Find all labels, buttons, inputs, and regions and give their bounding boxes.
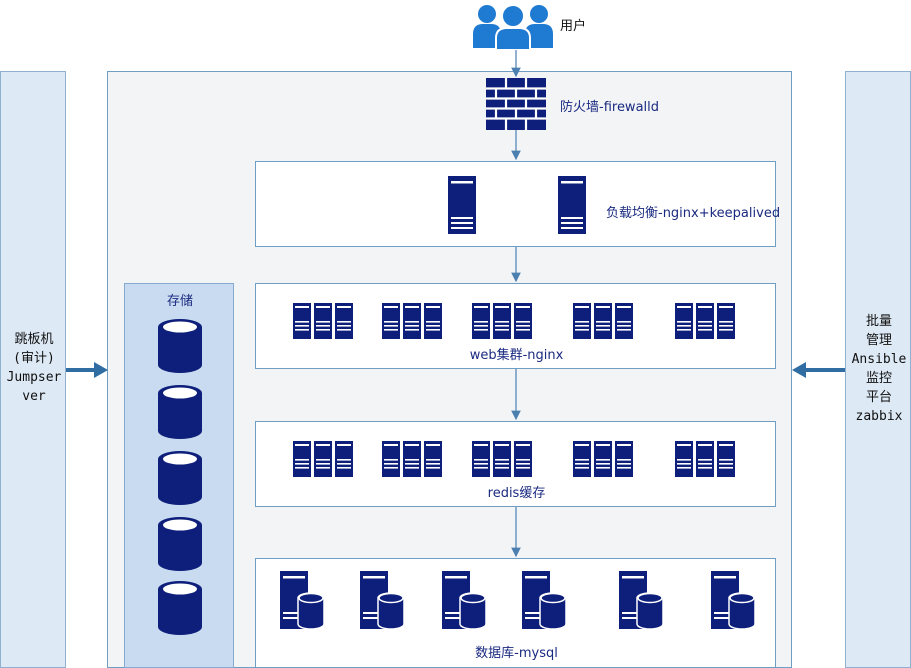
web-cluster-tier: web集群-nginx bbox=[255, 283, 776, 369]
brick-wall-icon bbox=[486, 78, 546, 130]
ops-platform-panel: 批量 管理 Ansible 监控 平台 zabbix bbox=[845, 71, 911, 668]
storage-panel: 存储 bbox=[124, 283, 234, 668]
web-cluster-label: web集群-nginx bbox=[469, 348, 564, 363]
jumpserver-panel: 跳板机 (审计) Jumpser ver bbox=[0, 71, 66, 668]
user-label: 用户 bbox=[560, 19, 587, 34]
firewall-label: 防火墙-firewalld bbox=[560, 100, 660, 115]
jumpserver-label: 跳板机 (审计) Jumpser ver bbox=[6, 332, 62, 404]
users-group-icon bbox=[473, 4, 553, 50]
load-balancer-label: 负载均衡-nginx+keepalived bbox=[606, 206, 781, 221]
redis-label: redis缓存 bbox=[487, 486, 546, 501]
jumpserver-arrow bbox=[66, 362, 108, 378]
storage-label: 存储 bbox=[166, 294, 193, 309]
redis-tier: redis缓存 bbox=[255, 421, 776, 507]
ops-platform-arrow bbox=[792, 362, 845, 378]
ops-platform-label: 批量 管理 Ansible 监控 平台 zabbix bbox=[851, 314, 907, 424]
database-label: 数据库-mysql bbox=[475, 646, 558, 661]
load-balancer-tier: 负载均衡-nginx+keepalived bbox=[255, 161, 780, 247]
